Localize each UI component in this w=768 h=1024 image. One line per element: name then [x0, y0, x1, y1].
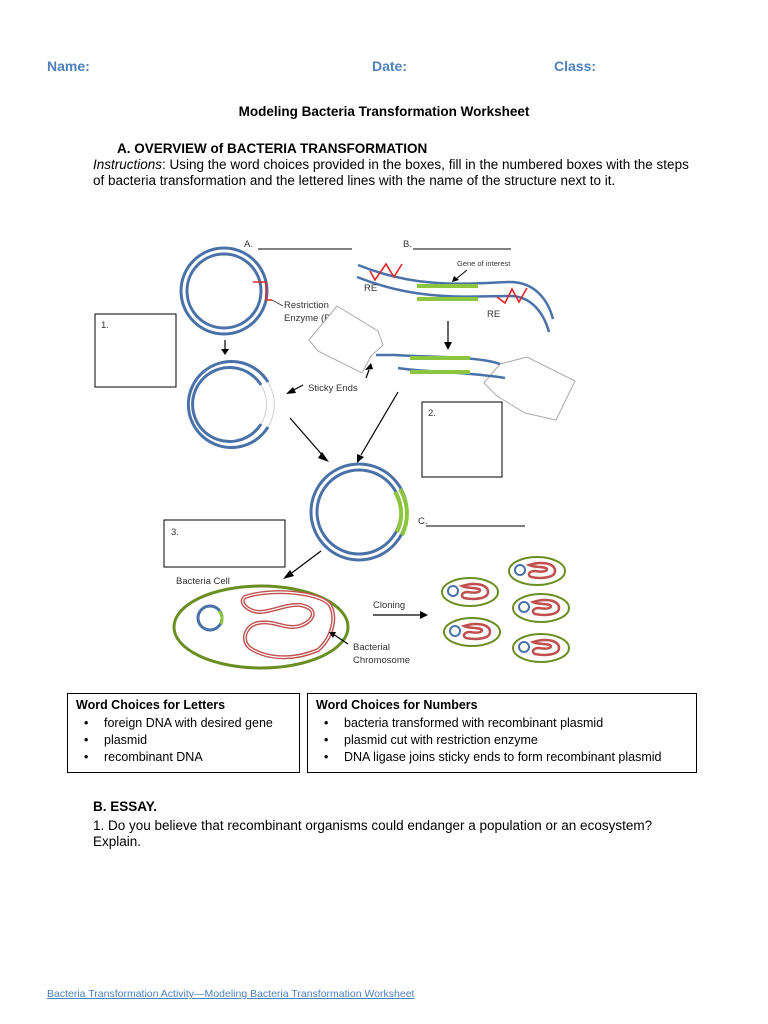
list-item: • plasmid cut with restriction enzyme: [316, 732, 688, 749]
enzyme-shape-left: [308, 305, 384, 374]
answer-box-3-label: 3.: [171, 527, 179, 538]
word-choice-text: DNA ligase joins sticky ends to form rec…: [344, 750, 662, 764]
cloning-label: Cloning: [373, 600, 405, 611]
plasmid-intact: [179, 246, 269, 336]
sticky-ends-label: Sticky Ends: [308, 383, 358, 394]
bacteria-cell: [172, 584, 350, 670]
arrow-left-down-icon: [357, 454, 364, 463]
instructions: Instructions: Using the word choices pro…: [93, 157, 693, 189]
bullet-icon: •: [324, 750, 329, 764]
plasmid-cut: [186, 360, 275, 449]
enzyme-shape-right: [483, 356, 576, 421]
word-choices-letters-box: Word Choices for Letters • foreign DNA wi…: [67, 693, 300, 773]
word-choices-letters-list: •foreign DNA with desired gene •plasmid …: [76, 715, 291, 766]
worksheet-title: Modeling Bacteria Transformation Workshe…: [238, 104, 530, 119]
bacterial-chromosome-label-2: Chromosome: [353, 655, 410, 666]
word-choice-text: plasmid: [104, 733, 148, 747]
label-c: C.: [418, 516, 428, 527]
word-choice-text: recombinant DNA: [104, 750, 203, 764]
re-pointer: [271, 299, 284, 307]
answer-box-1-label: 1.: [101, 320, 109, 331]
word-choice-text: plasmid cut with restriction enzyme: [344, 733, 538, 747]
list-item: • DNA ligase joins sticky ends to form re…: [316, 749, 688, 766]
bullet-icon: •: [324, 716, 329, 730]
bullet-icon: •: [84, 750, 89, 764]
word-choices-numbers-list: • bacteria transformed with recombinant p…: [316, 715, 688, 766]
essay-question: 1. Do you believe that recombinant organ…: [93, 818, 653, 849]
answer-box-3[interactable]: [163, 519, 286, 568]
re-label-left: RE: [364, 283, 377, 294]
answer-box-2[interactable]: [421, 401, 503, 478]
list-item: • foreign DNA with desired gene: [76, 715, 291, 732]
arrow-to-cell-icon: [283, 570, 294, 579]
arrow-right-down-icon: [318, 452, 329, 462]
sticky-ends-arrow-icon: [286, 387, 296, 394]
plasmid-cut-mark: [253, 281, 272, 301]
re-cut-right: [496, 287, 528, 305]
cloned-bacterium: [508, 556, 566, 586]
word-choice-text: foreign DNA with desired gene: [104, 716, 273, 730]
list-item: • recombinant DNA: [76, 749, 291, 766]
cloned-bacterium: [443, 617, 501, 647]
bullet-icon: •: [84, 716, 89, 730]
label-b: B.: [403, 239, 412, 250]
answer-box-2-label: 2.: [428, 408, 436, 419]
word-choice-text: bacteria transformed with recombinant pl…: [344, 716, 604, 730]
cloned-bacterium: [441, 577, 499, 607]
recombinant-plasmid: [309, 462, 409, 562]
instructions-label: Instructions: [93, 157, 163, 172]
cloned-bacterium: [512, 593, 570, 623]
name-label: Name:: [47, 58, 90, 74]
date-label: Date:: [372, 58, 408, 74]
foreign-dna: [356, 263, 555, 333]
footer-text: Bacteria Transformation Activity—Modelin…: [47, 988, 415, 1000]
label-a: A.: [244, 239, 253, 250]
bacterial-chromosome-label-1: Bacterial: [353, 642, 390, 653]
section-a-heading: A. OVERVIEW of BACTERIA TRANSFORMATION: [117, 141, 428, 156]
answer-box-1[interactable]: [94, 313, 177, 388]
re-cut-left: [369, 262, 403, 282]
cloned-bacterium: [512, 633, 570, 663]
word-choices-numbers-title: Word Choices for Numbers: [316, 698, 478, 712]
bullet-icon: •: [324, 733, 329, 747]
chromosome-arrow-icon: [329, 632, 336, 638]
bacteria-cell-label: Bacteria Cell: [176, 576, 230, 587]
restriction-enzyme-label-1: Restriction: [284, 300, 329, 311]
gene-of-interest-label: Gene of interest: [457, 259, 511, 268]
word-choices-letters-title: Word Choices for Letters: [76, 698, 226, 712]
list-item: • bacteria transformed with recombinant p…: [316, 715, 688, 732]
cloning-arrow-icon: [420, 611, 428, 619]
bullet-icon: •: [84, 733, 89, 747]
arrow-down-icon-2: [444, 342, 452, 350]
arrow-down-icon: [221, 349, 229, 355]
restriction-enzyme-label-2: Enzyme (RE): [284, 313, 340, 324]
instructions-text: : Using the word choices provided in the…: [93, 157, 689, 188]
sticky-pointer-icon: [365, 363, 373, 370]
re-label-right: RE: [487, 309, 500, 320]
list-item: • plasmid: [76, 732, 291, 749]
section-b-heading: B. ESSAY.: [93, 799, 158, 814]
cut-gene-fragment: [376, 353, 506, 380]
transformation-diagram: A. Restriction Enzyme (RE) 1. Sticky End…: [94, 239, 576, 670]
class-label: Class:: [554, 58, 597, 74]
word-choices-numbers-box: Word Choices for Numbers • bacteria trans…: [307, 693, 697, 773]
gene-arrow-icon: [452, 276, 459, 282]
